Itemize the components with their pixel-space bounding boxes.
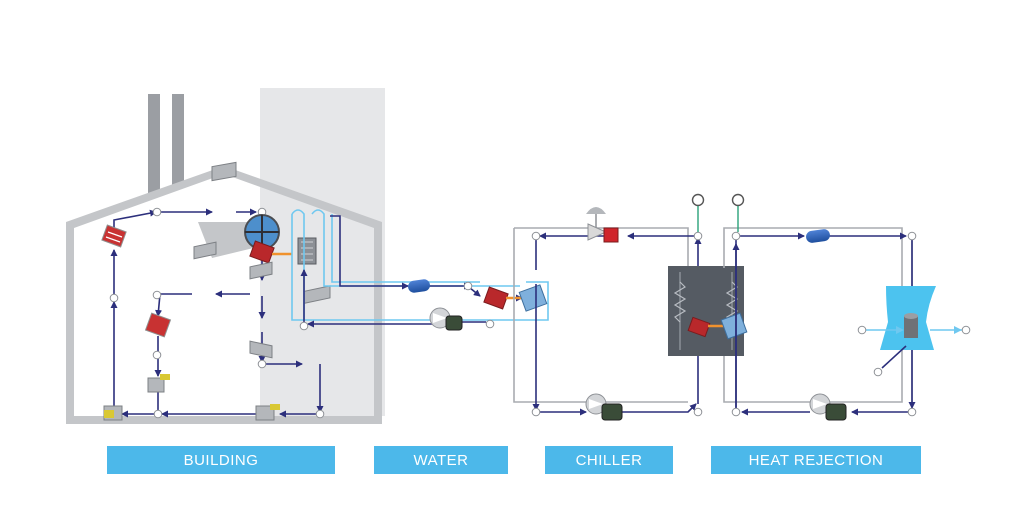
heat-exchanger-icon: [297, 237, 317, 265]
terminal-box-icon: [193, 241, 331, 359]
water-heat-exchanger-icon: [483, 284, 548, 312]
damper-icon: [103, 374, 280, 421]
temperature-gauge-icon: [691, 193, 705, 232]
condenser-pump-icon: [809, 393, 847, 421]
water-pipe-icon: [408, 279, 430, 293]
section-label-water: WATER: [374, 446, 508, 474]
building-backdrop: [260, 88, 385, 416]
air-mixing-wheel-icon: [244, 214, 280, 250]
section-label-building: BUILDING: [107, 446, 335, 474]
chimney-right: [172, 94, 184, 186]
condenser-pipe-icon: [806, 229, 830, 243]
fan-unit-icon: [211, 161, 237, 182]
heat-rejection-section: [723, 193, 971, 421]
cooling-coil-icon: [249, 240, 292, 264]
section-label-heat-rejection: HEAT REJECTION: [711, 446, 921, 474]
section-label-chiller: CHILLER: [545, 446, 673, 474]
expansion-valve-icon: [586, 207, 619, 243]
chiller-core: [668, 266, 748, 356]
compressor-icon: [585, 393, 623, 421]
building-section: [66, 88, 385, 424]
reheat-coil-icon: [144, 312, 172, 338]
temperature-gauge-icon: [731, 193, 745, 232]
cooling-tower-icon: [880, 286, 936, 350]
chiller-section: [513, 193, 748, 421]
heating-coil-icon: [101, 224, 127, 248]
water-section: [291, 209, 549, 331]
chimney-left: [148, 94, 160, 194]
water-pump-icon: [429, 307, 463, 331]
